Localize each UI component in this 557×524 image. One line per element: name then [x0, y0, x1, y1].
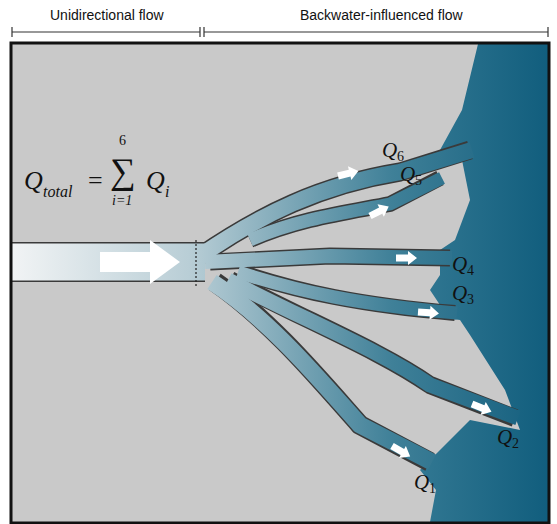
callout-subscript: 5: [415, 174, 422, 188]
frame: [11, 43, 549, 523]
flow-arrow: [336, 164, 494, 462]
formula-symbol: ∑: [110, 153, 136, 189]
formula-limit: i=1: [112, 194, 132, 208]
formula-symbol: =: [88, 168, 103, 194]
extent-bracket: [12, 27, 548, 37]
callout-label: Q: [414, 472, 429, 493]
callout-subscript: 2: [512, 437, 519, 451]
channel-water: [10, 150, 518, 462]
formula-subscript: i: [165, 184, 169, 200]
callout-subscript: 6: [397, 150, 404, 164]
main-flow-arrow: [100, 240, 180, 284]
callout-subscript: 4: [467, 264, 474, 278]
callout-subscript: 1: [429, 482, 436, 496]
callout-label: Q: [452, 254, 467, 275]
region-label: Backwater-influenced flow: [300, 8, 463, 22]
callout-subscript: 3: [467, 293, 474, 307]
formula-subscript: total: [43, 184, 72, 200]
land: [12, 44, 548, 522]
formula-limit: 6: [119, 134, 126, 148]
callout-label: Q: [382, 140, 397, 161]
callout-label: Q: [497, 427, 512, 448]
callout-label: Q: [452, 283, 467, 304]
callout-label: Q: [400, 164, 415, 185]
formula-symbol: Q: [24, 168, 43, 194]
sea: [420, 44, 548, 522]
divide-line: [195, 240, 196, 286]
region-label: Unidirectional flow: [50, 8, 164, 22]
formula-symbol: Q: [146, 168, 165, 194]
